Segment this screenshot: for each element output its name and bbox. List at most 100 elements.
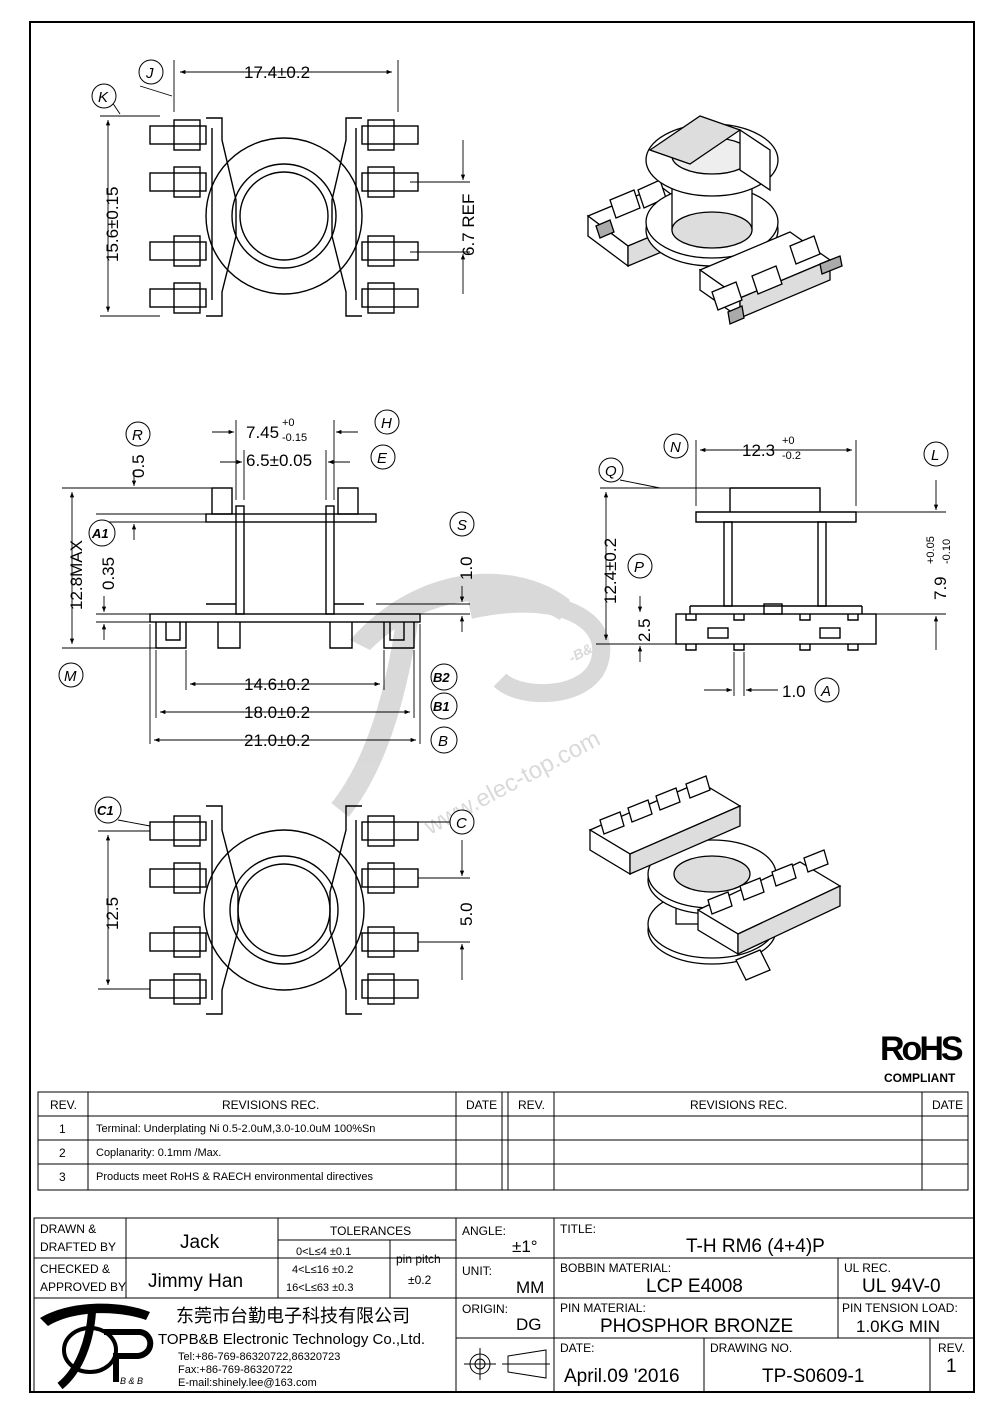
dim-side-w2: 6.5±0.05 — [246, 451, 312, 470]
dim-right-w-tol-up: +0 — [782, 435, 795, 447]
tol-row-2: 4<L≤16 ±0.2 — [292, 1264, 353, 1276]
tension-value: 1.0KG MIN — [856, 1317, 940, 1336]
callout-e: E — [370, 444, 396, 470]
tension-label: PIN TENSION LOAD: — [842, 1301, 958, 1315]
svg-text:E: E — [377, 450, 388, 467]
revisions-table — [37, 1091, 969, 1191]
callout-c: C — [449, 809, 475, 835]
bottom-view — [98, 805, 470, 1015]
dim-right-79-tol-dn: -0.10 — [941, 539, 953, 564]
dim-right-124: 12.4±0.2 — [601, 538, 620, 604]
rev-row-3-num: 3 — [59, 1170, 66, 1184]
callout-k: K — [91, 83, 117, 109]
svg-text:H: H — [381, 415, 392, 432]
svg-text:C1: C1 — [97, 803, 114, 818]
tol-row-1: 0<L≤4 ±0.1 — [296, 1246, 351, 1258]
dim-side-w1-tol-dn: -0.15 — [282, 432, 307, 444]
drawn-label-2: DRAFTED BY — [40, 1240, 116, 1254]
pin-pitch-label: pin pitch — [396, 1252, 441, 1266]
rev-header-rec-1: REVISIONS REC. — [222, 1098, 319, 1112]
ul-value: UL 94V-0 — [862, 1276, 941, 1297]
date-value: April.09 '2016 — [564, 1366, 680, 1387]
dim-side-10: 1.0 — [457, 556, 476, 580]
svg-text:A: A — [820, 683, 831, 700]
iso-view-2 — [588, 775, 842, 981]
callout-c1: C1 — [94, 796, 122, 824]
svg-text:R: R — [132, 427, 143, 444]
tolerances-label: TOLERANCES — [330, 1224, 411, 1238]
callout-n: N — [663, 433, 689, 459]
svg-text:C: C — [456, 815, 467, 832]
svg-text:J: J — [145, 65, 154, 82]
callout-b1: B1 — [430, 692, 458, 720]
svg-text:A1: A1 — [91, 526, 109, 541]
svg-text:L: L — [931, 447, 939, 464]
checked-label-1: CHECKED & — [40, 1262, 110, 1276]
iso-view-1 — [586, 115, 843, 325]
drawn-label-1: DRAWN & — [40, 1222, 96, 1236]
dim-bottom-125: 12.5 — [103, 897, 122, 930]
dim-top-ref: 6.7 REF — [459, 194, 478, 256]
svg-text:M: M — [64, 668, 77, 685]
svg-text:P: P — [634, 559, 644, 576]
title-value: T-H RM6 (4+4)P — [686, 1236, 825, 1257]
checked-label-2: APPROVED BY — [40, 1280, 126, 1294]
svg-text:K: K — [98, 89, 109, 106]
callout-h: H — [374, 409, 400, 435]
svg-text:S: S — [457, 517, 467, 534]
dim-right-w: 12.3 — [742, 441, 775, 460]
company-tel: Tel:+86-769-86320722,86320723 — [178, 1351, 340, 1363]
unit-label: UNIT: — [462, 1264, 492, 1278]
dim-top-height: 15.6±0.15 — [103, 186, 122, 262]
drawn-value: Jack — [180, 1232, 220, 1253]
rev-row-1-num: 1 — [59, 1122, 66, 1136]
callout-b2: B2 — [430, 663, 458, 691]
origin-value: DG — [516, 1315, 542, 1334]
callout-p: P — [627, 553, 653, 579]
checked-value: Jimmy Han — [148, 1271, 243, 1292]
logo-sub: B & B — [120, 1376, 143, 1386]
drawing-no-value: TP-S0609-1 — [762, 1366, 864, 1387]
drawing-no-label: DRAWING NO. — [710, 1341, 792, 1355]
callout-a1: A1 — [88, 519, 116, 547]
title-block — [33, 1217, 975, 1393]
right-view — [596, 440, 946, 696]
rev-row-2-num: 2 — [59, 1146, 66, 1160]
date-label: DATE: — [560, 1341, 594, 1355]
dim-bottom-50: 5.0 — [457, 902, 476, 926]
callout-m: M — [58, 662, 84, 688]
tol-row-3: 16<L≤63 ±0.3 — [286, 1282, 353, 1294]
company-name-cn: 东莞市台勤电子科技有限公司 — [176, 1306, 410, 1326]
projection-symbol-icon — [464, 1348, 550, 1380]
ul-label: UL REC. — [844, 1261, 891, 1275]
dim-side-05: 0.5 — [129, 454, 148, 478]
rohs-logo: RoHS — [880, 1030, 963, 1068]
pin-pitch-value: ±0.2 — [408, 1273, 432, 1287]
svg-text:N: N — [670, 439, 681, 456]
callout-b: B — [430, 726, 458, 754]
rev-row-3-rec: Products meet RoHS & RAECH environmental… — [96, 1171, 373, 1183]
bobbin-value: LCP E4008 — [646, 1276, 743, 1297]
dim-right-25: 2.5 — [635, 618, 654, 642]
svg-text:B1: B1 — [433, 699, 450, 714]
svg-text:Q: Q — [605, 463, 617, 480]
rohs-caption: COMPLIANT — [884, 1071, 956, 1085]
dim-right-79-tol-up: +0.05 — [925, 536, 937, 564]
rohs-mark: RoHS COMPLIANT — [880, 1030, 966, 1085]
callout-q: Q — [598, 457, 624, 483]
dim-side-w1: 7.45 — [246, 423, 279, 442]
origin-label: ORIGIN: — [462, 1302, 508, 1316]
callout-r: R — [125, 421, 151, 447]
dim-top-width: 17.4±0.2 — [244, 63, 310, 82]
company-name-en: TOPB&B Electronic Technology Co.,Ltd. — [158, 1331, 425, 1348]
rev-row-2-rec: Coplanarity: 0.1mm /Max. — [96, 1147, 221, 1159]
pin-material-label: PIN MATERIAL: — [560, 1301, 646, 1315]
dim-side-128: 12.8MAX — [67, 540, 86, 610]
callout-a: A — [814, 677, 840, 703]
company-email: E-mail:shinely.lee@163.com — [178, 1377, 317, 1389]
dim-right-pitch: 1.0 — [782, 682, 806, 701]
dim-right-w-tol-dn: -0.2 — [782, 450, 801, 462]
pin-material-value: PHOSPHOR BRONZE — [600, 1316, 793, 1337]
rev-header-date-1: DATE — [466, 1098, 497, 1112]
